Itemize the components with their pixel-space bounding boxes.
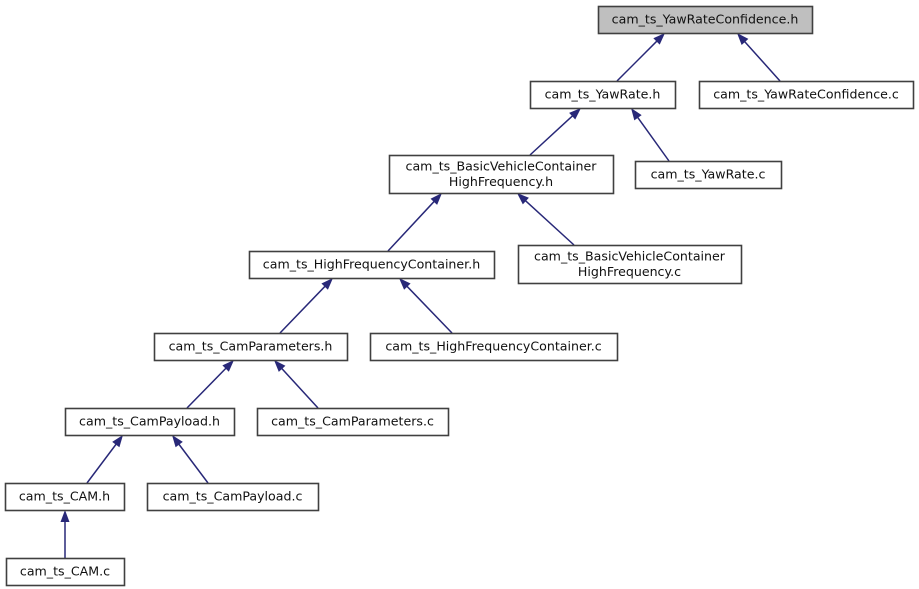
graph-node-camparameters_c[interactable]: cam_ts_CamParameters.c	[256, 407, 450, 437]
graph-node-camparameters_h[interactable]: cam_ts_CamParameters.h	[153, 332, 349, 362]
node-box[interactable]	[256, 407, 450, 437]
edge-hfc_h-to-bvchf_h	[387, 193, 442, 252]
nodes-layer: cam_ts_YawRateConfidence.h cam_ts_YawRate…	[4, 5, 915, 587]
graph-node-hfc_h[interactable]: cam_ts_HighFrequencyContainer.h	[248, 250, 496, 280]
edge-arrowhead	[631, 108, 642, 121]
edge-line	[280, 366, 319, 409]
edge-arrowhead	[60, 510, 70, 522]
edge-bvchf_c-to-bvchf_h	[517, 193, 575, 246]
edge-line	[279, 284, 327, 334]
graph-node-hfc_c[interactable]: cam_ts_HighFrequencyContainer.c	[369, 332, 619, 362]
graph-node-campayload_h[interactable]: cam_ts_CamPayload.h	[64, 407, 236, 437]
edge-hfc_c-to-hfc_h	[399, 278, 453, 334]
edge-line	[186, 366, 228, 409]
edge-arrowhead	[653, 33, 665, 45]
graph-node-yawrate_c[interactable]: cam_ts_YawRate.c	[634, 160, 783, 190]
edge-arrowhead	[274, 360, 286, 372]
graph-node-campayload_c[interactable]: cam_ts_CamPayload.c	[146, 482, 320, 512]
graph-node-yawrateconfidence_c[interactable]: cam_ts_YawRateConfidence.c	[698, 80, 915, 110]
edge-yawrateconfidence_c-to-yawrateconfidence_h	[737, 33, 781, 82]
node-box[interactable]	[146, 482, 320, 512]
edge-arrowhead	[569, 108, 581, 120]
edge-line	[405, 284, 453, 334]
node-box[interactable]	[517, 244, 743, 285]
node-box[interactable]	[698, 80, 915, 110]
graph-node-yawrateconfidence_h[interactable]: cam_ts_YawRateConfidence.h	[597, 5, 814, 35]
edge-bvchf_h-to-yawrate_h	[529, 108, 581, 156]
edge-yawrate_c-to-yawrate_h	[631, 108, 670, 162]
node-box[interactable]	[529, 80, 677, 110]
edge-line	[387, 199, 436, 252]
edge-cam_c-to-cam_h	[60, 510, 70, 558]
edge-arrowhead	[172, 435, 183, 448]
node-box[interactable]	[64, 407, 236, 437]
edge-campayload_h-to-camparameters_h	[186, 360, 234, 409]
edge-arrowhead	[399, 278, 411, 290]
graph-node-yawrate_h[interactable]: cam_ts_YawRate.h	[529, 80, 677, 110]
node-box[interactable]	[597, 5, 814, 35]
edge-line	[529, 114, 575, 156]
edge-arrowhead	[737, 33, 749, 45]
edge-arrowhead	[517, 193, 529, 205]
edge-camparameters_h-to-hfc_h	[279, 278, 333, 334]
node-box[interactable]	[634, 160, 783, 190]
node-box[interactable]	[153, 332, 349, 362]
node-box[interactable]	[388, 154, 615, 195]
edge-arrowhead	[430, 193, 442, 205]
edge-cam_h-to-campayload_h	[86, 435, 123, 484]
edge-arrowhead	[112, 435, 123, 448]
node-box[interactable]	[369, 332, 619, 362]
edge-line	[636, 115, 670, 162]
graph-node-cam_c[interactable]: cam_ts_CAM.c	[5, 557, 126, 587]
graph-node-cam_h[interactable]: cam_ts_CAM.h	[4, 482, 126, 512]
edge-line	[86, 442, 118, 484]
edge-yawrate_h-to-yawrateconfidence_h	[616, 33, 665, 82]
edges-layer	[60, 33, 781, 558]
edge-line	[177, 442, 209, 484]
edge-line	[523, 199, 575, 246]
edge-campayload_c-to-campayload_h	[172, 435, 209, 484]
node-box[interactable]	[248, 250, 496, 280]
node-box[interactable]	[5, 557, 126, 587]
edge-line	[743, 39, 781, 82]
edge-arrowhead	[321, 278, 333, 290]
edge-line	[616, 39, 659, 82]
node-box[interactable]	[4, 482, 126, 512]
edge-camparameters_c-to-camparameters_h	[274, 360, 319, 409]
edge-arrowhead	[222, 360, 234, 372]
